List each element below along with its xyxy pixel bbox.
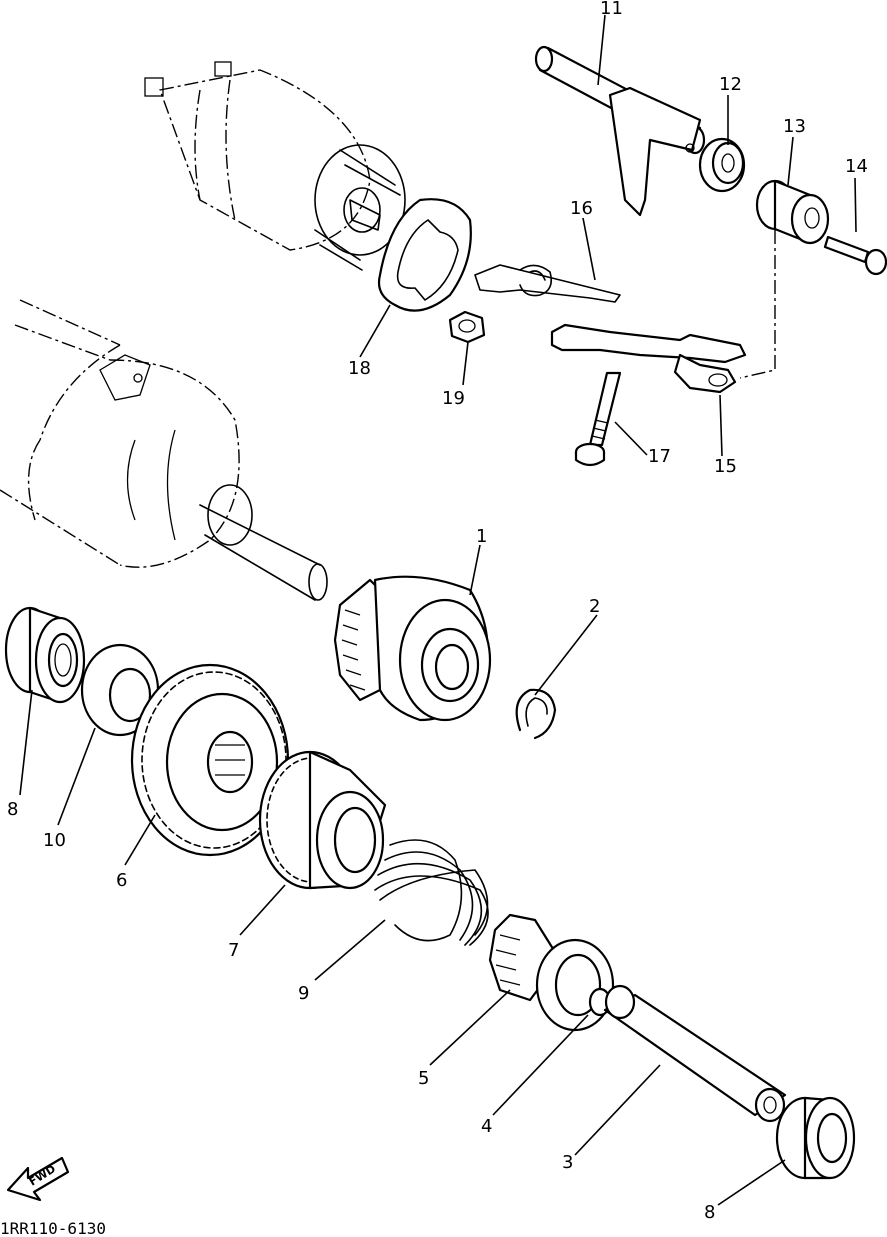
callout-1: 1 <box>476 526 487 547</box>
callout-14: 14 <box>845 156 868 177</box>
part-15-lever <box>550 323 747 394</box>
callout-8-lower: 8 <box>704 1202 715 1223</box>
callout-15: 15 <box>714 456 737 477</box>
starter-motor <box>0 299 328 601</box>
part-19-nut <box>448 310 486 344</box>
callout-19: 19 <box>442 388 465 409</box>
part-2-circlip <box>515 688 557 740</box>
leader-lines <box>19 14 857 1206</box>
callout-10: 10 <box>43 830 66 851</box>
part-18-gasket <box>377 198 472 312</box>
part-9-spring <box>374 839 489 946</box>
callout-5: 5 <box>418 1068 429 1089</box>
callout-12: 12 <box>719 74 742 95</box>
part-8-bearing-lower <box>775 1096 856 1180</box>
callout-3: 3 <box>562 1152 573 1173</box>
part-11-fork-shaft <box>534 45 706 217</box>
callout-4: 4 <box>481 1116 492 1137</box>
part-3-shaft <box>603 984 787 1123</box>
part-17-bolt <box>574 371 622 467</box>
callout-16: 16 <box>570 198 593 219</box>
part-16-spring <box>474 264 621 303</box>
part-10-washer <box>80 643 160 737</box>
part-7-gear <box>258 750 387 890</box>
part-14-screw <box>823 235 887 276</box>
callout-8-upper: 8 <box>7 799 18 820</box>
part-12-ring <box>698 137 746 193</box>
callout-7: 7 <box>228 940 239 961</box>
part-1-clutch <box>333 575 492 722</box>
document-code: 1RR110-6130 <box>0 1219 106 1237</box>
callout-9: 9 <box>298 983 309 1004</box>
callout-13: 13 <box>783 116 806 137</box>
callout-6: 6 <box>116 870 127 891</box>
callout-labels: 11 12 13 14 16 18 19 17 15 1 2 8 10 6 7 … <box>7 0 868 1223</box>
callout-11: 11 <box>600 0 623 19</box>
part-8-bearing-upper <box>4 606 86 704</box>
callout-2: 2 <box>589 596 600 617</box>
part-13-bushing <box>739 179 830 379</box>
part-6-gear <box>130 663 290 857</box>
starter-solenoid <box>144 61 406 271</box>
callout-18: 18 <box>348 358 371 379</box>
forward-arrow-icon: FWD <box>6 1156 70 1202</box>
callout-17: 17 <box>648 446 671 467</box>
